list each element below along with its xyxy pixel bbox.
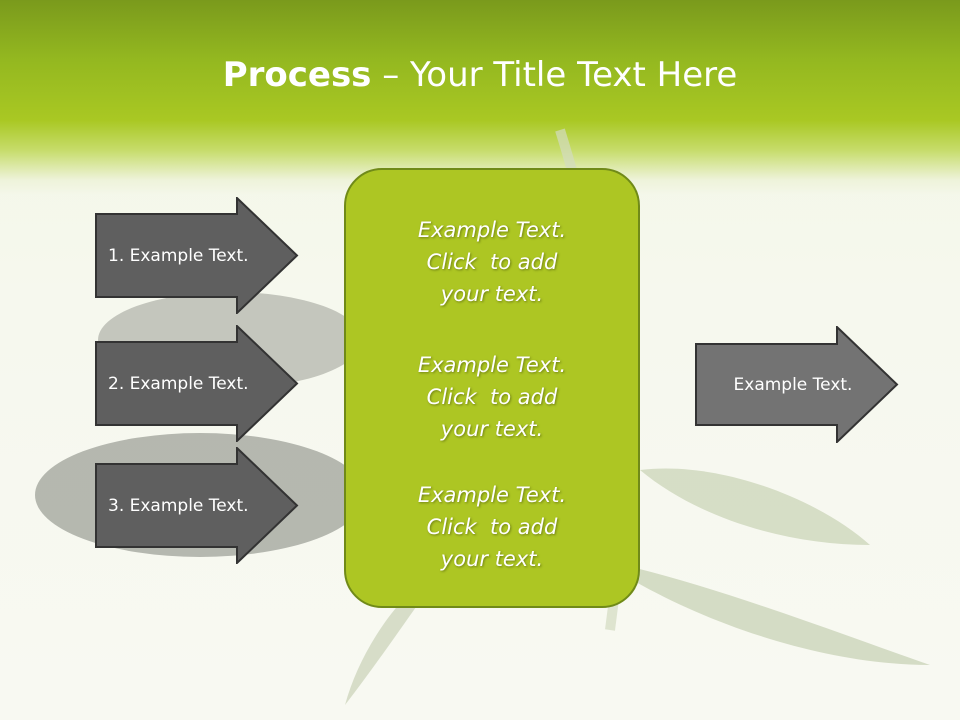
title-bold: Process: [222, 55, 372, 95]
left-arrow-2[interactable]: 2. Example Text.: [95, 325, 299, 442]
bamboo-leaf-3: [345, 560, 450, 705]
block-2-line-3: your text.: [440, 417, 544, 441]
block-1-line-3: your text.: [440, 282, 544, 306]
title-rest: – Your Title Text Here: [371, 55, 738, 95]
block-3-line-2: Click to add: [426, 515, 558, 539]
right-arrow[interactable]: Example Text.: [695, 326, 899, 443]
left-arrow-2-label: 2. Example Text.: [108, 373, 249, 394]
left-arrow-1[interactable]: 1. Example Text.: [95, 197, 299, 314]
center-text-block-2[interactable]: Example Text. Click to add your text.: [346, 349, 638, 445]
left-arrow-3-label: 3. Example Text.: [108, 495, 249, 516]
bamboo-leaf-1: [640, 468, 870, 545]
slide-title[interactable]: Process – Your Title Text Here: [0, 52, 960, 98]
block-2-line-2: Click to add: [426, 385, 558, 409]
right-arrow-label: Example Text.: [733, 374, 853, 395]
block-1-line-2: Click to add: [426, 250, 558, 274]
center-text-block-3[interactable]: Example Text. Click to add your text.: [346, 479, 638, 575]
center-text-block-1[interactable]: Example Text. Click to add your text.: [346, 214, 638, 310]
block-1-line-1: Example Text.: [417, 218, 567, 242]
center-text-box[interactable]: Example Text. Click to add your text. Ex…: [344, 168, 640, 608]
left-arrow-3[interactable]: 3. Example Text.: [95, 447, 299, 564]
left-arrow-1-label: 1. Example Text.: [108, 245, 249, 266]
bamboo-leaf-2: [600, 560, 930, 665]
title-banner: [0, 0, 960, 195]
block-3-line-3: your text.: [440, 547, 544, 571]
block-2-line-1: Example Text.: [417, 353, 567, 377]
block-3-line-1: Example Text.: [417, 483, 567, 507]
